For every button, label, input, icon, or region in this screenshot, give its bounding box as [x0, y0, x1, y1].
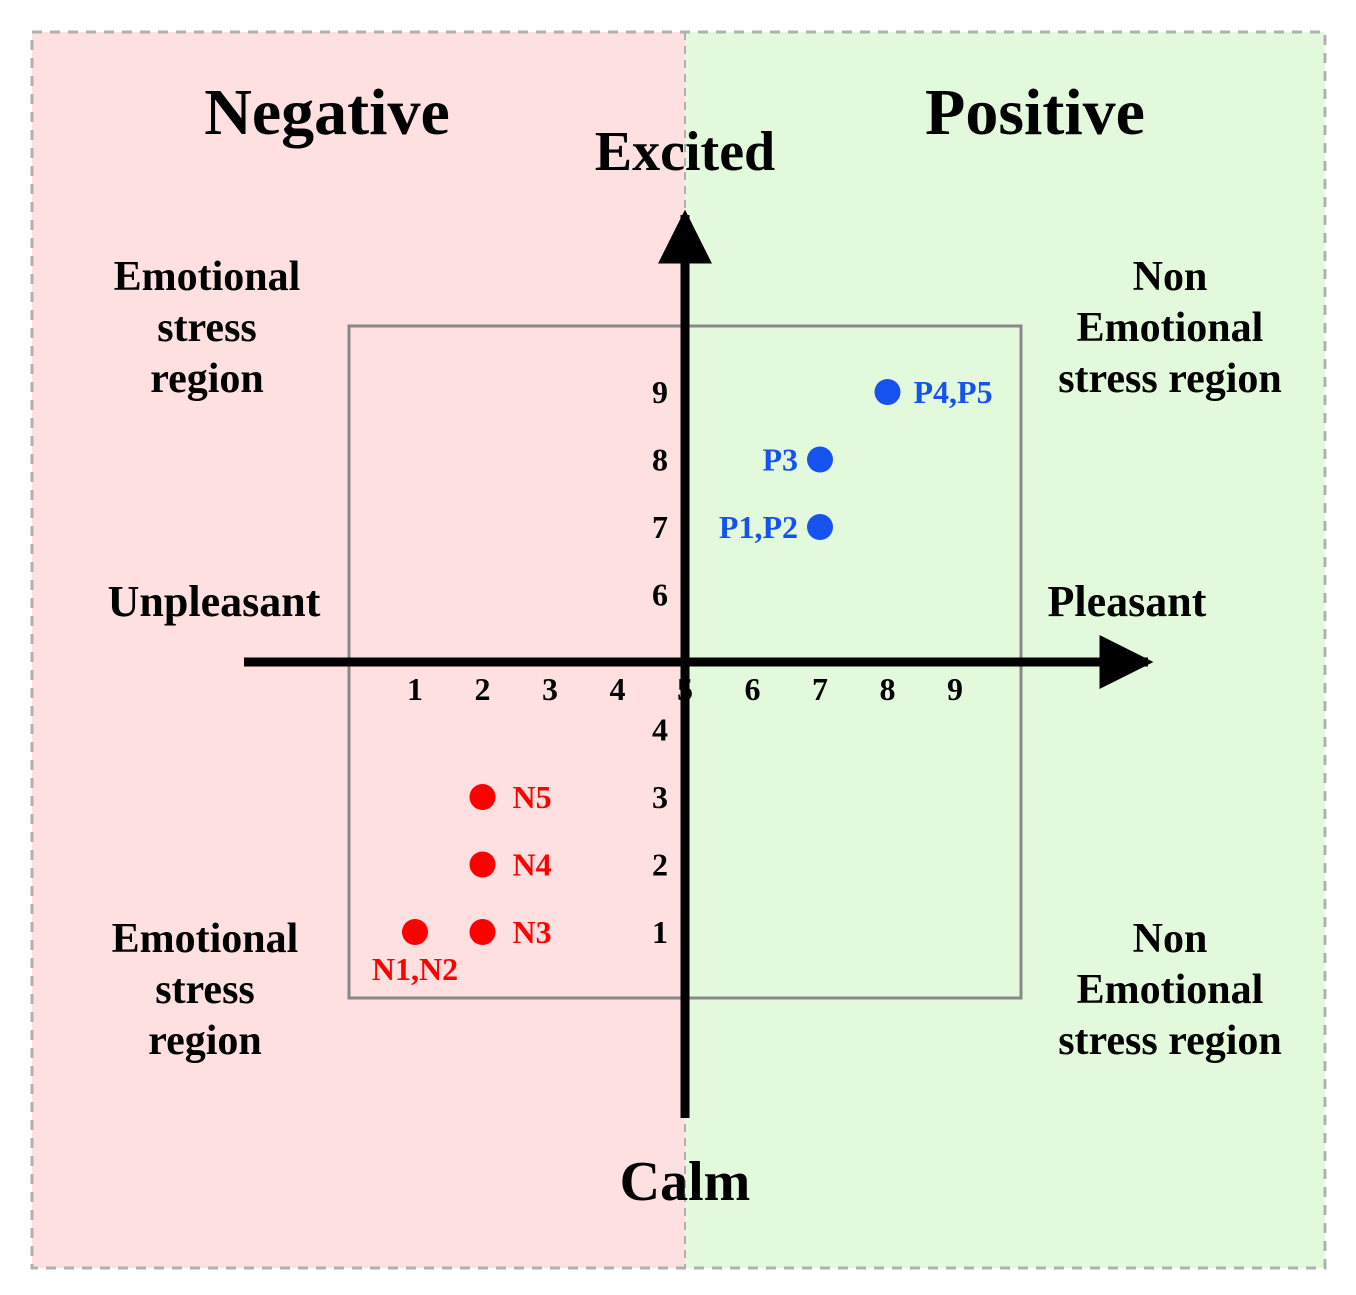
data-point	[874, 379, 901, 405]
x-tick-labels: 1 2 3 4 5 6 7 8 9	[407, 671, 963, 707]
data-point	[402, 919, 428, 945]
region-label-bottom-left: Emotional stress region	[112, 916, 299, 1064]
region-label-line: stress	[157, 305, 257, 351]
positive-header: Positive	[925, 76, 1145, 149]
data-point-label: N5	[513, 779, 552, 815]
y-tick-label: 7	[652, 509, 668, 545]
data-point-label: P3	[762, 442, 798, 478]
x-tick-label: 2	[475, 671, 491, 707]
data-point	[469, 784, 496, 810]
x-tick-label: 5	[677, 671, 693, 707]
x-axis-right-label: Pleasant	[1048, 577, 1207, 626]
region-label-line: Emotional	[114, 254, 301, 300]
data-point-label: P4,P5	[914, 374, 993, 410]
region-label-line: stress region	[1058, 1018, 1282, 1064]
region-label-line: stress	[155, 967, 255, 1013]
region-label-line: Emotional	[1077, 305, 1264, 351]
region-label-bottom-right: Non Emotional stress region	[1058, 916, 1282, 1064]
region-label-line: Emotional	[112, 916, 299, 962]
x-tick-label: 1	[407, 671, 423, 707]
y-tick-label: 2	[652, 847, 668, 883]
x-tick-label: 8	[880, 671, 896, 707]
region-label-top-left: Emotional stress region	[114, 254, 301, 402]
data-point	[469, 851, 496, 878]
data-point	[807, 446, 833, 473]
data-point-label: N1,N2	[372, 951, 458, 987]
region-label-line: Non	[1133, 916, 1208, 962]
y-tick-labels: 9 8 7 6 4 3 2 1	[652, 374, 668, 950]
data-point	[469, 919, 496, 945]
negative-region-background	[32, 32, 685, 1268]
data-point-label: N3	[513, 914, 552, 950]
x-tick-label: 4	[610, 671, 626, 707]
region-label-top-right: Non Emotional stress region	[1058, 254, 1282, 402]
data-point-label: P1,P2	[719, 509, 798, 545]
region-label-line: region	[150, 356, 264, 402]
positive-region-background	[685, 32, 1325, 1268]
y-tick-label: 9	[652, 374, 668, 410]
x-tick-label: 6	[745, 671, 761, 707]
data-point	[807, 514, 833, 540]
data-point-label: N4	[513, 847, 552, 883]
y-tick-label: 8	[652, 442, 668, 478]
region-label-line: Non	[1133, 254, 1208, 300]
x-tick-label: 3	[542, 671, 558, 707]
region-label-line: stress region	[1058, 356, 1282, 402]
y-tick-label: 3	[652, 779, 668, 815]
region-label-line: region	[148, 1018, 262, 1064]
y-tick-label: 4	[652, 712, 668, 748]
x-tick-label: 9	[947, 671, 963, 707]
negative-header: Negative	[204, 76, 450, 149]
y-tick-label: 1	[652, 914, 668, 950]
data-points: N1,N2 N3 N4 N5 P1,P2 P3 P4,P5	[372, 374, 993, 987]
y-tick-label: 6	[652, 577, 668, 613]
outer-border	[30, 30, 1327, 1270]
x-axis-left-label: Unpleasant	[108, 577, 321, 626]
x-tick-label: 7	[812, 671, 828, 707]
y-axis-bottom-label: Calm	[620, 1151, 751, 1213]
y-axis-top-label: Excited	[595, 121, 775, 183]
region-label-line: Emotional	[1077, 967, 1264, 1013]
